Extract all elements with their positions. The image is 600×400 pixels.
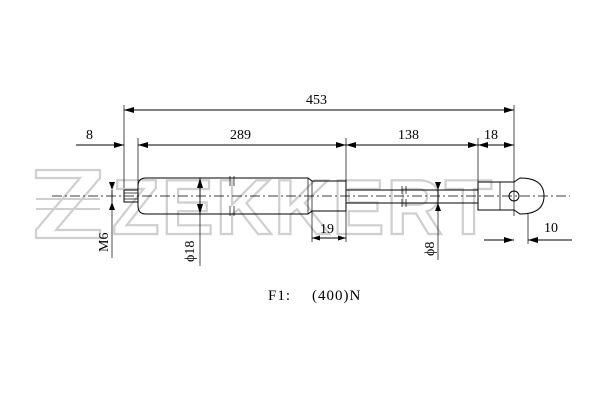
piston-rod <box>346 186 478 207</box>
rod-exposed-label: 138 <box>398 128 419 143</box>
force-value: (400)N <box>312 288 361 304</box>
brand-watermark: ZEKKERT <box>34 162 494 252</box>
brand-watermark-text: ZEKKERT <box>112 163 494 251</box>
collar-label: 19 <box>320 222 334 237</box>
rod-diameter-label: ϕ8 <box>423 242 438 256</box>
cylinder-length-label: 289 <box>230 128 251 143</box>
dim-collar: 19 <box>311 211 347 242</box>
dim-segments: 8 289 138 18 <box>76 128 514 188</box>
dim-overall: 453 <box>123 93 515 188</box>
thread-stub-label: 8 <box>86 128 93 143</box>
force-label: F1: <box>268 288 291 304</box>
end-fitting-label: 18 <box>484 128 498 143</box>
end-fitting <box>477 177 545 216</box>
thread-diameter-label: M6 <box>97 233 112 252</box>
overall-length-label: 453 <box>306 93 327 108</box>
dim-cylinder-diameter: ϕ18 <box>183 178 203 266</box>
cylinder-diameter-label: ϕ18 <box>183 241 198 262</box>
force-spec: F1: (400)N <box>268 288 361 304</box>
dim-thread-diameter: M6 <box>97 182 115 258</box>
dim-eye-offset: 10 <box>484 214 572 244</box>
cylinder-body <box>137 176 347 216</box>
eye-offset-label: 10 <box>544 221 558 236</box>
dim-rod-diameter: ϕ8 <box>423 182 441 260</box>
brand-logo-icon <box>34 168 102 240</box>
